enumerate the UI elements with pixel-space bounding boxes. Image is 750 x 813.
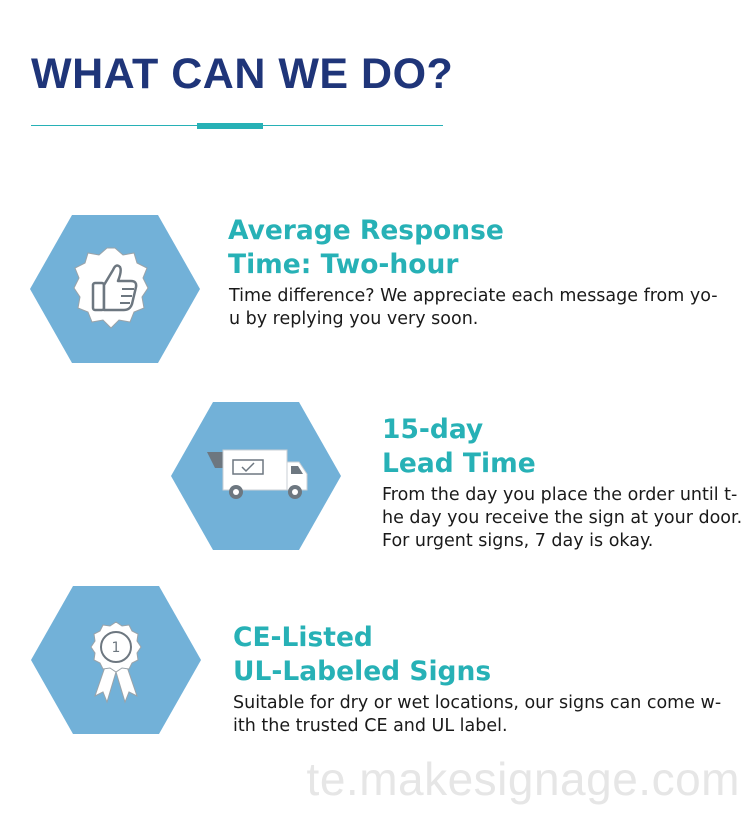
delivery-truck-icon [207,449,308,499]
feature-description: Suitable for dry or wet locations, our s… [233,693,722,736]
feature-title: CE-Listed UL-Labeled Signs [233,622,492,687]
feature-description: From the day you place the order until t… [382,485,743,551]
hexagon-badge [30,215,200,363]
award-ribbon-icon: 1 [90,621,142,704]
feature-title: Average Response Time: Two-hour [228,215,504,280]
feature-title: 15-day Lead Time [382,414,536,479]
badge-number: 1 [112,640,121,656]
hexagon-badge: 1 [31,586,201,734]
title-divider-accent [197,123,263,129]
page-title: WHAT CAN WE DO? [31,50,454,98]
thumbs-up-badge-icon [73,247,149,329]
feature-description: Time difference? We appreciate each mess… [229,286,718,329]
watermark: te.makesignage.com [306,753,740,805]
hexagon-badge [171,402,341,550]
